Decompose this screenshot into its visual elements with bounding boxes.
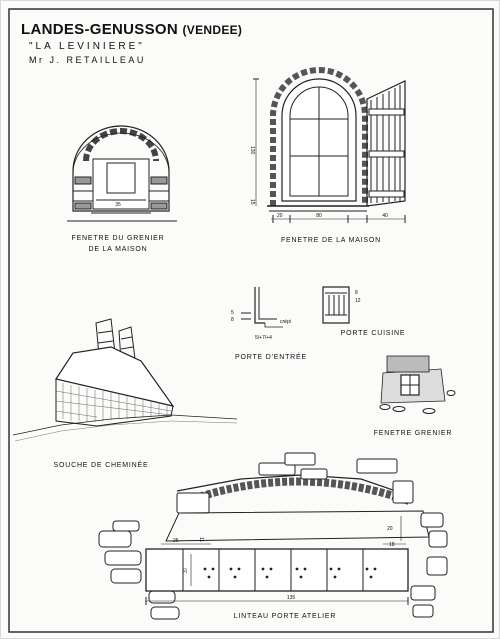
attic-window-drawing xyxy=(67,125,177,222)
title-name: LANDES-GENUSSON xyxy=(21,21,179,38)
owner-line: Mr J. RETAILLEAU xyxy=(29,55,146,65)
attic-width-dim: 35 xyxy=(115,202,121,208)
lintel-left-dim: 25 xyxy=(173,538,179,544)
house-sill-dim: 15 xyxy=(249,199,255,205)
lintel-top-dim: 11 xyxy=(198,537,204,542)
workshop-lintel-drawing xyxy=(98,452,448,620)
lintel-h-dim: 20 xyxy=(387,526,393,532)
kitchen-door-drawing xyxy=(322,286,350,324)
small-attic-window-caption: FENETRE GRENIER xyxy=(374,430,453,437)
entry-door-caption: PORTE D'ENTRÉE xyxy=(235,352,307,361)
workshop-lintel-caption: LINTEAU PORTE ATELIER xyxy=(234,613,337,620)
entry-dim-2: 8 xyxy=(231,317,234,323)
house-width-dim: 80 xyxy=(316,213,322,219)
house-shutter-dim: 40 xyxy=(382,213,388,219)
entry-note: crépi xyxy=(280,319,292,325)
lintel-height-dim: 37 xyxy=(183,567,189,573)
chimney-drawing xyxy=(12,318,238,442)
lintel-right-dim: 18 xyxy=(389,542,395,548)
attic-window-caption-2: DE LA MAISON xyxy=(88,246,147,253)
subtitle: "LA LEVINIERE" xyxy=(29,41,145,52)
title-region: (VENDEE) xyxy=(182,23,243,37)
kitchen-dim-2: 12 xyxy=(355,298,361,304)
kitchen-door-caption: PORTE CUISINE xyxy=(341,330,406,337)
kitchen-dim-1: 8 xyxy=(355,290,358,296)
entry-dim-1: 5 xyxy=(231,310,234,316)
attic-window-caption-1: FENETRE DU GRENIER xyxy=(72,235,165,242)
house-left-dim: 20 xyxy=(277,213,283,219)
page-title: LANDES-GENUSSON (VENDEE) xyxy=(21,21,242,38)
house-window-drawing xyxy=(253,67,406,223)
entry-door-drawing xyxy=(241,287,283,328)
house-window-caption: FENETRE DE LA MAISON xyxy=(281,237,381,244)
house-height-dim: 130 xyxy=(249,146,255,155)
page-frame xyxy=(8,8,494,633)
small-attic-window-drawing xyxy=(379,355,456,414)
lintel-width-dim: 135 xyxy=(287,595,296,601)
chimney-caption: SOUCHE DE CHEMINÉE xyxy=(54,460,149,469)
entry-step-dim: 5/+7/+4 xyxy=(255,335,272,341)
